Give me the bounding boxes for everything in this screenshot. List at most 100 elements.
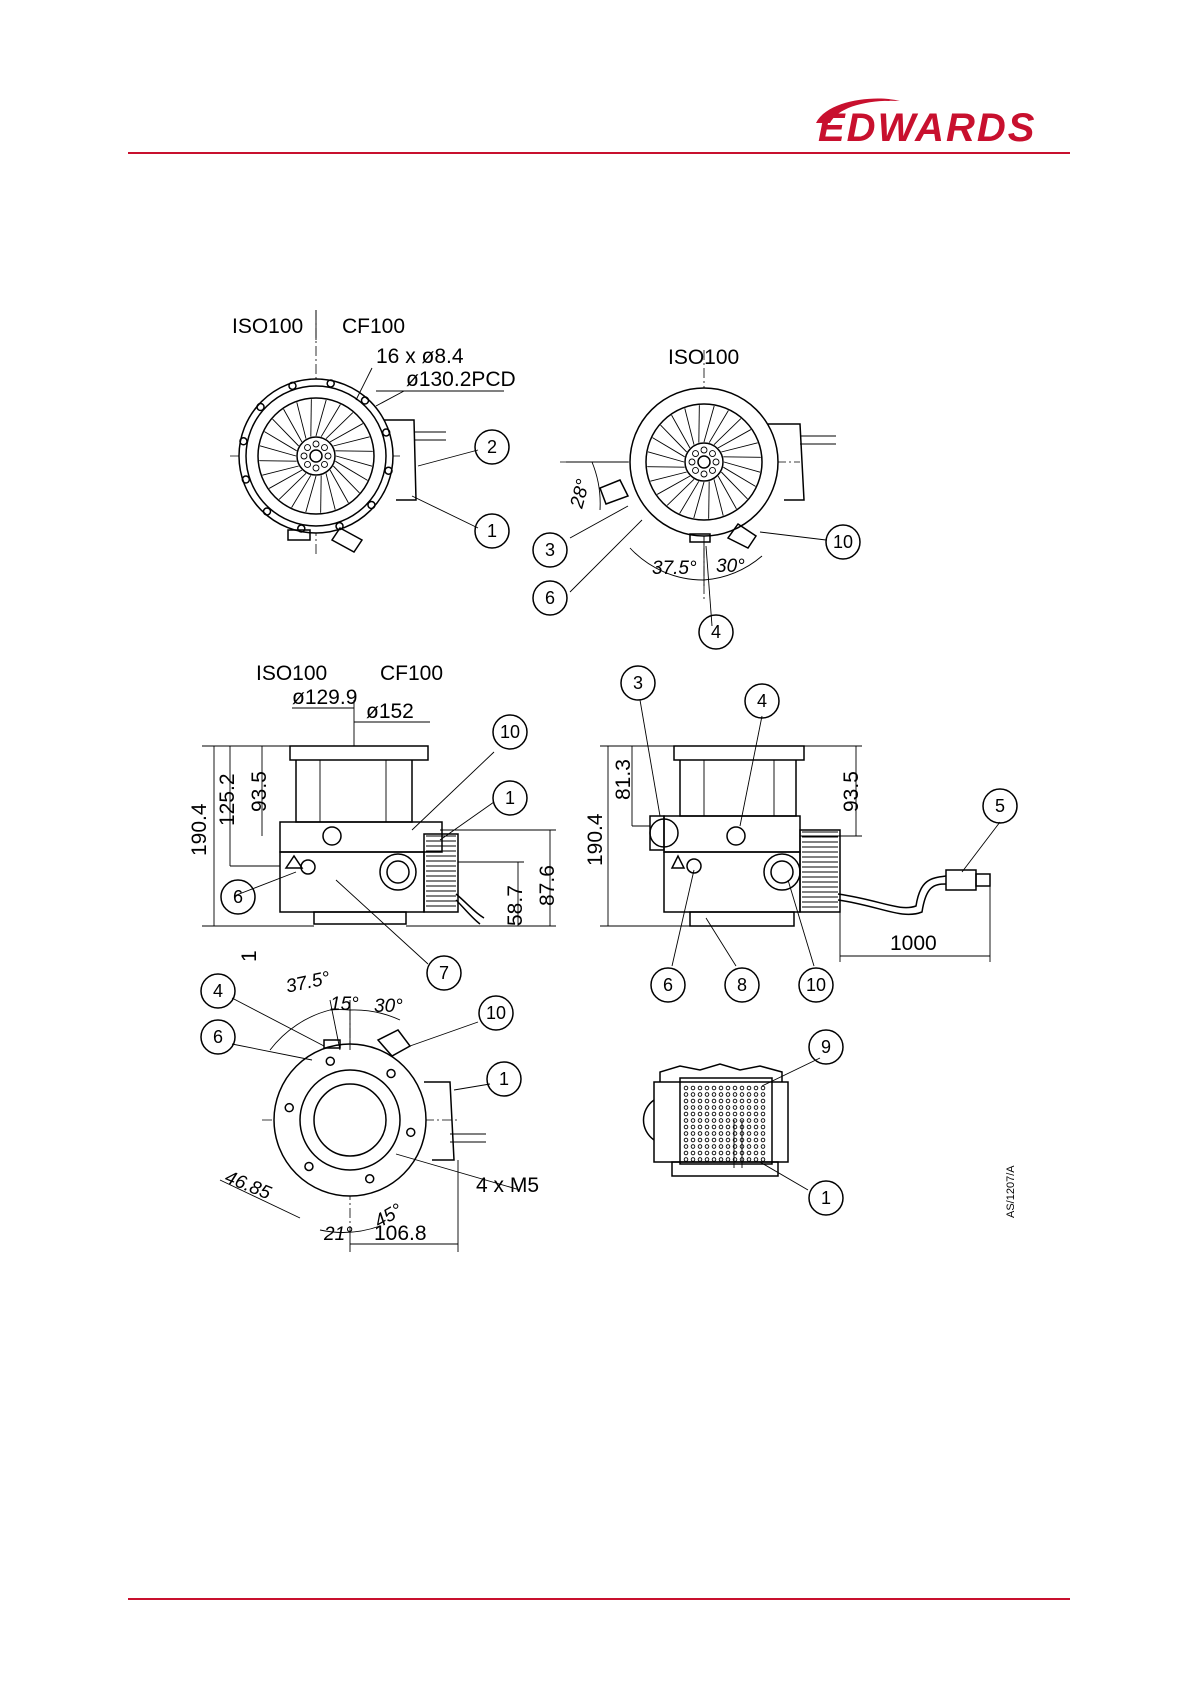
vent-hole — [719, 1093, 723, 1097]
rotor-blade — [321, 475, 322, 512]
vent-hole — [726, 1138, 730, 1142]
vent-hole — [719, 1132, 723, 1136]
cooling-fins — [426, 836, 456, 906]
vent-hole — [761, 1099, 765, 1103]
item-bubble: 1 — [809, 1181, 843, 1215]
vent-hole — [691, 1145, 695, 1149]
view-bottom-right: 9 1 — [644, 1030, 844, 1215]
vent-hole — [719, 1138, 723, 1142]
vent-hole — [691, 1151, 695, 1155]
vent-hole — [747, 1138, 751, 1142]
vent-hole — [726, 1145, 730, 1149]
height-125-2: 125.2 — [216, 773, 239, 826]
rotor-blade — [335, 451, 372, 452]
item-bubble: 10 — [826, 525, 860, 559]
vent-hole — [747, 1099, 751, 1103]
vent-hole — [691, 1112, 695, 1116]
vent-hole — [691, 1125, 695, 1129]
item-bubble: 6 — [221, 880, 255, 914]
svg-text:3: 3 — [633, 673, 643, 693]
vent-hole — [754, 1132, 758, 1136]
vent-hole — [754, 1138, 758, 1142]
svg-text:1: 1 — [505, 788, 515, 808]
vent-hole — [747, 1119, 751, 1123]
vent-hole — [684, 1158, 688, 1162]
vent-hole — [719, 1112, 723, 1116]
rotor-blade — [647, 467, 684, 468]
vent-hole — [747, 1151, 751, 1155]
svg-text:4: 4 — [757, 691, 767, 711]
vent-hole — [761, 1151, 765, 1155]
holes-label: 16 x ø8.4 — [376, 345, 464, 368]
vent-hole — [754, 1119, 758, 1123]
vent-hole — [761, 1112, 765, 1116]
vent-hole — [754, 1112, 758, 1116]
vent-hole — [747, 1086, 751, 1090]
vent-hole — [684, 1093, 688, 1097]
svg-text:1: 1 — [499, 1069, 509, 1089]
svg-text:1: 1 — [821, 1188, 831, 1208]
view-side-right: 190.4 81.3 93.5 1000 3 4 5 6 8 10 — [584, 666, 1017, 1002]
angle-30: 30° — [716, 556, 745, 577]
vent-hole — [761, 1145, 765, 1149]
vent-hole — [691, 1132, 695, 1136]
vent-hole — [761, 1106, 765, 1110]
vent-hole — [698, 1145, 702, 1149]
vent-hole — [684, 1125, 688, 1129]
view-top-right: 28° 37.5° 30° ISO100 3 6 4 10 — [533, 346, 860, 649]
vent-hole — [740, 1093, 744, 1097]
svg-text:6: 6 — [545, 588, 555, 608]
vent-hole — [726, 1119, 730, 1123]
item-bubble: 3 — [533, 533, 567, 567]
thread-4xm5: 4 x M5 — [476, 1174, 539, 1197]
height-81-3: 81.3 — [612, 759, 635, 800]
vent-hole — [726, 1158, 730, 1162]
item-bubble: 9 — [809, 1030, 843, 1064]
item-bubble: 1 — [475, 514, 509, 548]
flange-label-cf: CF100 — [380, 662, 443, 685]
item-bubble: 6 — [533, 581, 567, 615]
vent-hole — [761, 1132, 765, 1136]
vent-hole — [705, 1086, 709, 1090]
angle-37-5: 37.5° — [652, 558, 697, 579]
flange-label-cf: CF100 — [342, 315, 405, 338]
vent-hole — [733, 1112, 737, 1116]
vent-hole — [712, 1099, 716, 1103]
vent-hole — [740, 1106, 744, 1110]
item-bubble: 7 — [427, 956, 461, 990]
svg-text:10: 10 — [833, 532, 853, 552]
angle-37-5: 37.5° — [284, 968, 332, 998]
item-bubble: 6 — [651, 968, 685, 1002]
vent-hole — [733, 1099, 737, 1103]
vent-hole — [712, 1145, 716, 1149]
item-bubble: 10 — [799, 968, 833, 1002]
svg-text:2: 2 — [487, 437, 497, 457]
vent-hole — [712, 1125, 716, 1129]
vent-hole — [740, 1086, 744, 1090]
angle-28: 28° — [566, 477, 594, 512]
item-bubble: 3 — [621, 666, 655, 700]
vent-hole — [698, 1138, 702, 1142]
vent-hole — [712, 1106, 716, 1110]
vent-hole — [733, 1093, 737, 1097]
svg-text:9: 9 — [821, 1037, 831, 1057]
vent-hole — [754, 1086, 758, 1090]
vent-hole — [726, 1086, 730, 1090]
vent-hole — [691, 1106, 695, 1110]
svg-text:6: 6 — [663, 975, 673, 995]
vent-hole — [691, 1099, 695, 1103]
vent-hole — [691, 1138, 695, 1142]
vent-hole — [719, 1151, 723, 1155]
rotor-blade — [723, 457, 760, 458]
vent-hole — [726, 1125, 730, 1129]
vent-hole — [698, 1106, 702, 1110]
vent-hole — [726, 1151, 730, 1155]
vent-hole — [684, 1106, 688, 1110]
svg-text:10: 10 — [486, 1003, 506, 1023]
svg-text:7: 7 — [439, 963, 449, 983]
vent-hole — [754, 1106, 758, 1110]
vent-hole — [761, 1125, 765, 1129]
vent-hole — [719, 1106, 723, 1110]
